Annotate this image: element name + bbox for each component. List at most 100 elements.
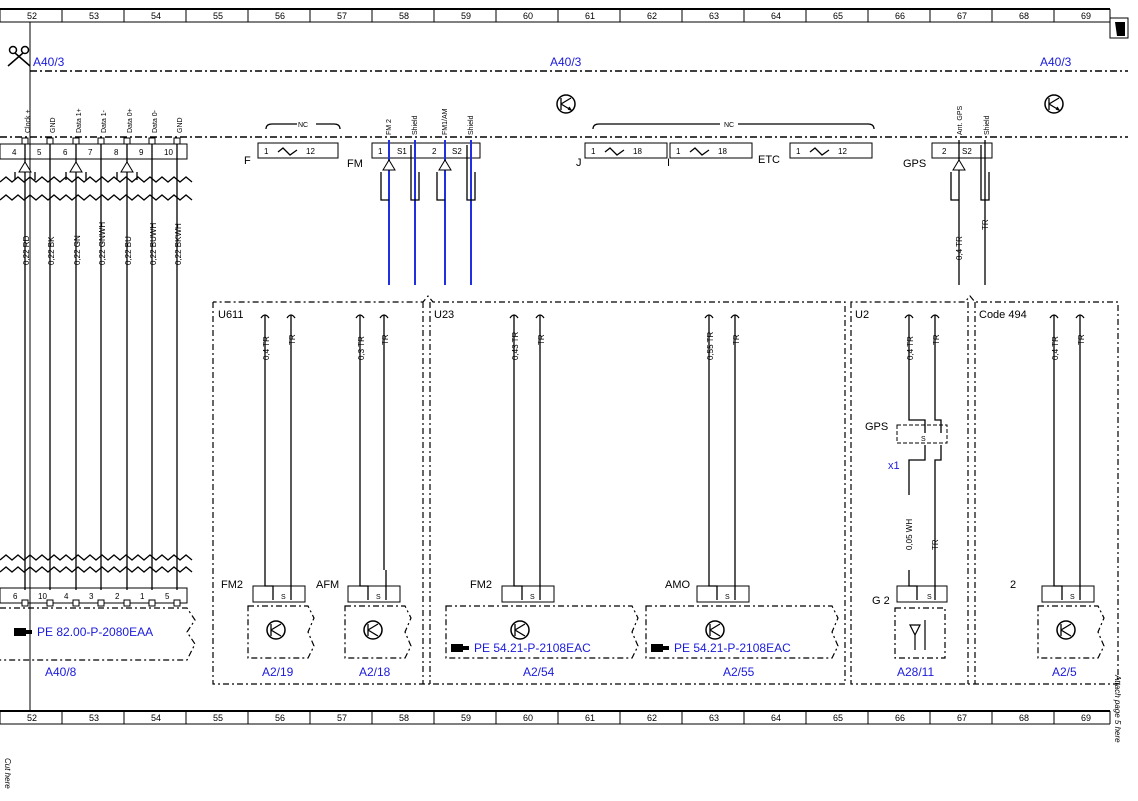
ruler-number: 52 xyxy=(27,713,37,723)
pin-number: 8 xyxy=(114,148,119,157)
connector-j-label: J xyxy=(576,157,582,169)
ruler-number: 59 xyxy=(461,713,471,723)
component-label-a40-8: A40/8 xyxy=(45,665,77,679)
pin-number: 6 xyxy=(13,592,18,601)
connector-label: AFM xyxy=(316,579,339,591)
antenna-wire-label: 0,55 TR xyxy=(706,331,715,360)
ruler-number: 65 xyxy=(833,11,843,21)
pin-number: 7 xyxy=(88,148,93,157)
ruler-number: 63 xyxy=(709,11,719,21)
wire-label: 0,22 GNWH xyxy=(98,222,107,265)
gps-top-label: Ant. GPS xyxy=(957,105,964,135)
gps-pin-2: 2 xyxy=(942,147,947,156)
ruler-number: 62 xyxy=(647,11,657,21)
pin-number: 4 xyxy=(64,592,69,601)
gps-filter-label: GPS xyxy=(865,421,888,433)
ruler-number: 69 xyxy=(1081,713,1091,723)
i-pin-end: 18 xyxy=(718,147,727,156)
wire-label: 0,22 BKWH xyxy=(174,223,183,265)
shield-s-label: S xyxy=(376,594,381,601)
reference-link[interactable]: PE 54.21-P-2108EAC xyxy=(674,641,791,655)
gps-filter-s: S xyxy=(921,436,926,443)
connector-pin-start: 1 xyxy=(264,147,269,156)
shield-s-label: S xyxy=(530,594,535,601)
wire-label: 0,22 BUWH xyxy=(149,223,158,265)
ruler-number: 57 xyxy=(337,11,347,21)
ruler-number: 68 xyxy=(1019,713,1029,723)
gps-filter-wire-label: 0,05 WH xyxy=(905,519,914,550)
cut-here-note: Cut here xyxy=(3,758,12,789)
connector-gps-label: GPS xyxy=(903,158,926,170)
reference-pointer-icon xyxy=(14,628,32,636)
ruler-number: 52 xyxy=(27,11,37,21)
pin-label: Data 0- xyxy=(152,109,159,133)
gps-wire-label: 0,4 TR xyxy=(955,236,964,260)
j-pin-start: 1 xyxy=(591,147,596,156)
pin-number: 5 xyxy=(37,148,42,157)
connector-gps: 2 S2 GPS Ant. GPS Shield 0,4 TR TR xyxy=(903,105,993,285)
connector-f: NC 1 12 F xyxy=(244,122,341,167)
pin-number: 4 xyxy=(12,148,17,157)
ruler-number: 56 xyxy=(275,11,285,21)
reference-pointer-icon xyxy=(651,644,669,652)
pin-label: GND xyxy=(50,117,57,133)
wire-label: 0,22 BU xyxy=(124,236,133,265)
connector-label: FM2 xyxy=(470,579,492,591)
pin-label: Data 1+ xyxy=(76,108,83,133)
connector-label: 2 xyxy=(1010,579,1016,591)
connector-j-i-etc: NC 1 18 J 1 18 I 1 12 ETC xyxy=(576,122,875,169)
i-pin-start: 1 xyxy=(676,147,681,156)
etc-pin-start: 1 xyxy=(796,147,801,156)
ruler-number: 62 xyxy=(647,713,657,723)
reference-link[interactable]: PE 54.21-P-2108EAC xyxy=(474,641,591,655)
ruler-number: 64 xyxy=(771,713,781,723)
antenna-wire-label: TR xyxy=(537,334,546,345)
transistor-icon xyxy=(1044,94,1064,114)
pin-label: Data 0+ xyxy=(127,108,134,133)
scissors-icon xyxy=(7,45,31,67)
attach-note: Attach page 5 here xyxy=(1113,674,1122,743)
a40-3-label-center: A40/3 xyxy=(550,55,582,69)
group-u611-label: U611 xyxy=(218,309,243,321)
ruler-number: 61 xyxy=(585,11,595,21)
component-label: A2/5 xyxy=(1052,665,1077,679)
ruler-number: 67 xyxy=(957,713,967,723)
pin-label: Data 1- xyxy=(101,109,108,133)
nc-label-2: NC xyxy=(724,122,734,129)
ruler-number: 60 xyxy=(523,11,533,21)
fm-top-label: Shield xyxy=(468,115,475,135)
antenna-wire-label: TR xyxy=(381,334,390,345)
ruler-number: 64 xyxy=(771,11,781,21)
ruler-number: 59 xyxy=(461,11,471,21)
ruler-number: 54 xyxy=(151,11,161,21)
wire-label: 0,22 BK xyxy=(47,236,56,265)
connector-label: G 2 xyxy=(872,595,890,607)
ruler-number: 53 xyxy=(89,11,99,21)
antenna-wire-label: 0,4 TR xyxy=(1051,336,1060,360)
antenna-icon xyxy=(909,620,926,650)
connector-i-label: I xyxy=(667,157,670,169)
transistor-icon xyxy=(363,620,383,640)
wire-label: 0,22 GN xyxy=(73,235,82,265)
ruler-number: 58 xyxy=(399,713,409,723)
antenna-wire-label: 0,3 TR xyxy=(357,336,366,360)
shield-s-label: S xyxy=(725,594,730,601)
wire-label: 0,22 RD xyxy=(22,235,31,265)
ruler-number: 60 xyxy=(523,713,533,723)
pin-number: 1 xyxy=(140,592,145,601)
shield-s-label: S xyxy=(1070,594,1075,601)
ruler-number: 68 xyxy=(1019,11,1029,21)
component-a2-5: S 2A2/5 xyxy=(1010,570,1105,679)
ruler-number: 61 xyxy=(585,713,595,723)
gps-filter: GPS S x1 0,05 WH TR xyxy=(865,340,948,570)
transistor-icon xyxy=(510,620,530,640)
group-code494-label: Code 494 xyxy=(979,309,1027,321)
reference-link-a40-8[interactable]: PE 82.00-P-2080EAA xyxy=(37,625,153,639)
fm-top-label: FM1/AM xyxy=(442,108,449,135)
pin-label: GND xyxy=(177,117,184,133)
j-pin-end: 18 xyxy=(633,147,642,156)
